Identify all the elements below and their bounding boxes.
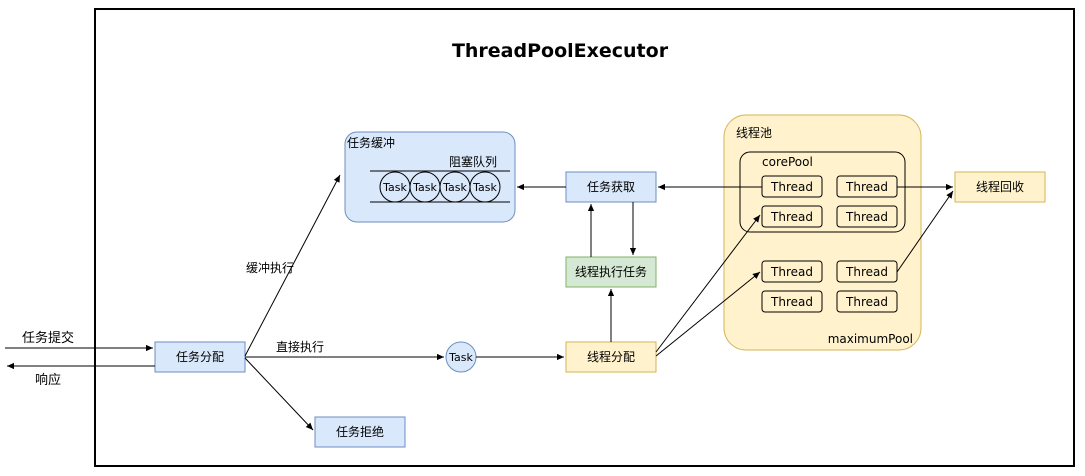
queued-task-label: Task bbox=[412, 181, 437, 194]
thread-label: Thread bbox=[845, 180, 888, 194]
respond-label: 响应 bbox=[35, 372, 61, 388]
queued-task: Task bbox=[379, 171, 411, 203]
thread-label: Thread bbox=[770, 295, 813, 309]
direct-exec-label: 直接执行 bbox=[276, 339, 324, 354]
thread-label: Thread bbox=[845, 210, 888, 224]
core-thread: Thread bbox=[761, 205, 823, 228]
extra-thread: Thread bbox=[761, 260, 823, 283]
dispatch-to-extra-arrow bbox=[655, 271, 761, 357]
task-reject-label: 任务拒绝 bbox=[336, 424, 384, 439]
task-fetch-label: 任务获取 bbox=[587, 179, 635, 194]
thread-label: Thread bbox=[770, 210, 813, 224]
executor-frame bbox=[94, 8, 1075, 467]
queued-task-label: Task bbox=[442, 181, 467, 194]
task-dispatch-node: 任务分配 bbox=[154, 341, 246, 373]
reject-arrow bbox=[244, 357, 314, 431]
thread-label: Thread bbox=[770, 180, 813, 194]
thread-exec-node: 线程执行任务 bbox=[565, 256, 657, 288]
thread-label: Thread bbox=[845, 265, 888, 279]
task-fetch-node: 任务获取 bbox=[565, 171, 657, 203]
extra-thread: Thread bbox=[761, 290, 823, 313]
core-pool-label: corePool bbox=[762, 155, 813, 169]
task-dispatch-label: 任务分配 bbox=[176, 349, 224, 364]
queued-task: Task bbox=[469, 171, 501, 203]
queued-task-label: Task bbox=[472, 181, 497, 194]
thread-dispatch-node: 线程分配 bbox=[565, 341, 657, 373]
submit-label: 任务提交 bbox=[22, 330, 74, 346]
extra-thread: Thread bbox=[836, 260, 898, 283]
thread-label: Thread bbox=[770, 265, 813, 279]
blocking-queue-label: 阻塞队列 bbox=[449, 154, 497, 169]
dispatch-to-core-arrow bbox=[655, 214, 761, 353]
buffer-exec-arrow bbox=[244, 174, 341, 357]
task-reject-node: 任务拒绝 bbox=[314, 416, 406, 448]
extra-thread: Thread bbox=[836, 290, 898, 313]
diagram-title: ThreadPoolExecutor bbox=[452, 40, 669, 62]
core-thread: Thread bbox=[836, 205, 898, 228]
core-thread: Thread bbox=[761, 175, 823, 198]
queued-task: Task bbox=[439, 171, 471, 203]
thread-recycle-node: 线程回收 bbox=[954, 171, 1046, 203]
direct-task-label: Task bbox=[448, 351, 473, 364]
thread-recycle-label: 线程回收 bbox=[976, 179, 1024, 194]
direct-task-node: Task bbox=[445, 341, 477, 373]
task-buffer-title: 任务缓冲 bbox=[347, 135, 395, 150]
thread-exec-label: 线程执行任务 bbox=[575, 264, 647, 279]
core-thread: Thread bbox=[836, 175, 898, 198]
extra-to-recycle-arrow bbox=[896, 190, 954, 273]
thread-dispatch-label: 线程分配 bbox=[587, 349, 635, 364]
thread-pool-title: 线程池 bbox=[736, 125, 772, 140]
thread-label: Thread bbox=[845, 295, 888, 309]
queued-task-label: Task bbox=[382, 181, 407, 194]
maximum-pool-label: maximumPool bbox=[828, 332, 913, 346]
buffer-exec-label: 缓冲执行 bbox=[246, 260, 294, 275]
queued-task: Task bbox=[409, 171, 441, 203]
